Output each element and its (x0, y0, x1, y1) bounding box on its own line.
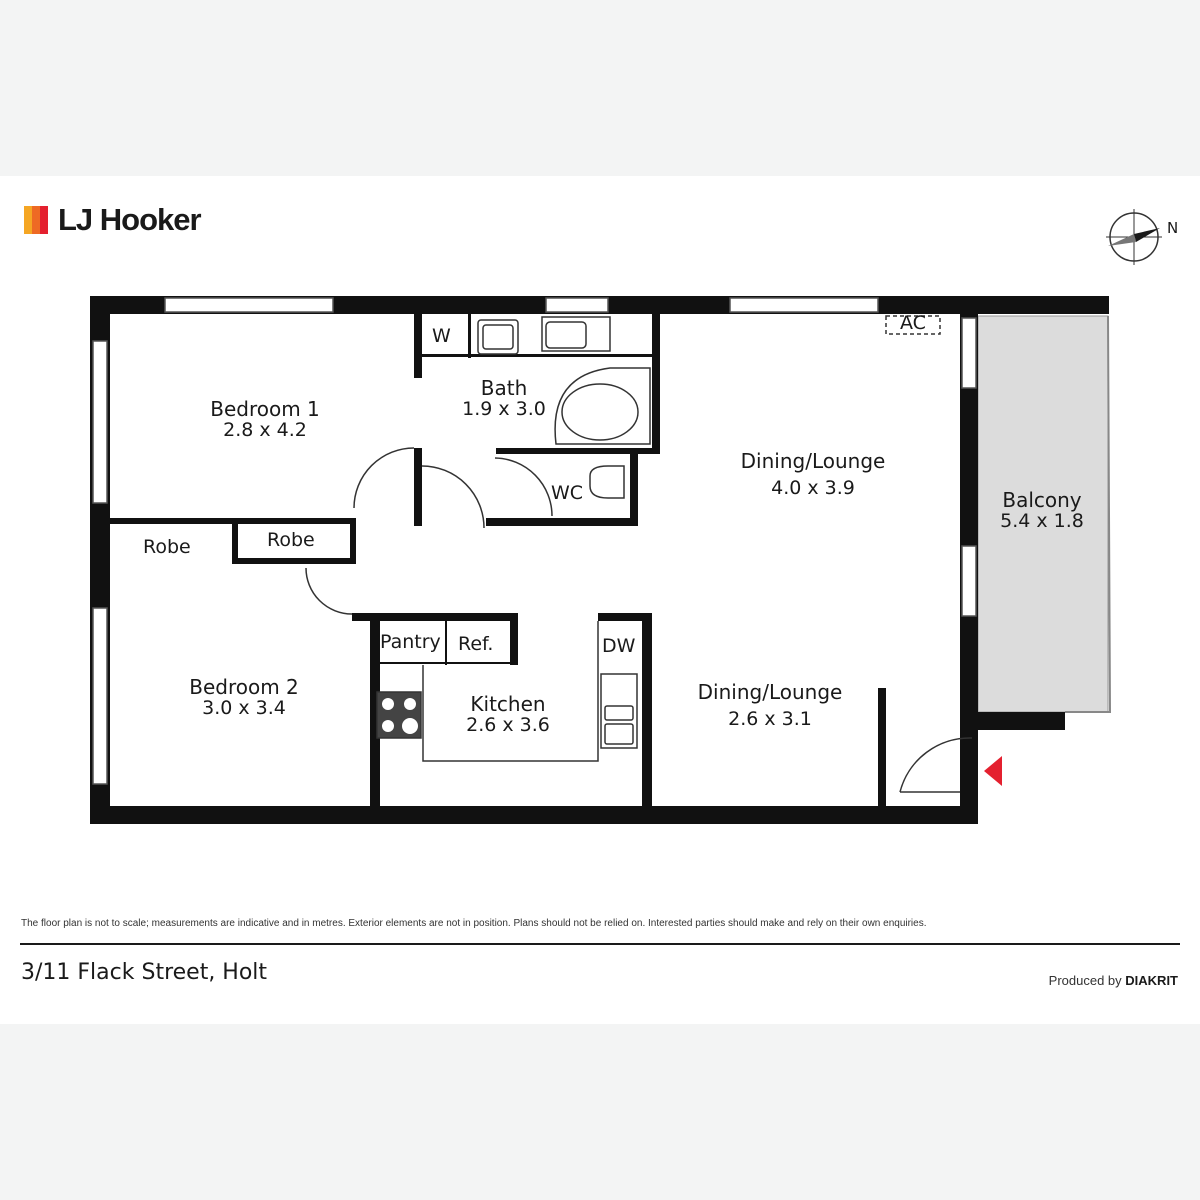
balcony-area (977, 315, 1109, 713)
floor-plan-sheet: LJ Hooker N (0, 176, 1200, 1024)
room-bedroom-2: Bedroom 2 3.0 x 3.4 (189, 675, 299, 719)
label-dw: DW (602, 635, 636, 657)
label-pantry: Pantry (380, 631, 441, 653)
label-robe-2: Robe (267, 529, 315, 551)
label-ac: AC (900, 312, 926, 334)
label-w: W (432, 325, 451, 347)
windows (92, 297, 977, 785)
label-ref: Ref. (458, 633, 494, 655)
lj-hooker-logo: LJ Hooker (24, 202, 202, 237)
room-dining-lounge-1: Dining/Lounge 4.0 x 3.9 (740, 449, 886, 499)
room-kitchen: Kitchen 2.6 x 3.6 (466, 692, 550, 736)
compass-north-label: N (1167, 219, 1178, 237)
producer-prefix: Produced by (1048, 973, 1122, 988)
producer-name: DIAKRIT (1125, 973, 1178, 988)
logo-bars-icon (24, 206, 48, 234)
footer-divider (20, 943, 1180, 945)
floor-plan-drawing: N (90, 209, 1178, 824)
compass-icon (1106, 209, 1162, 265)
room-dining-lounge-2: Dining/Lounge 2.6 x 3.1 (697, 680, 843, 730)
walls (90, 296, 1109, 824)
room-balcony: Balcony 5.4 x 1.8 (1000, 488, 1084, 532)
brand-name: LJ Hooker (58, 202, 202, 237)
label-robe-1: Robe (143, 536, 191, 558)
disclaimer-text: The floor plan is not to scale; measurem… (21, 918, 927, 929)
entry-marker-icon (984, 756, 1002, 786)
label-wc: WC (551, 482, 584, 504)
producer-credit: Produced by DIAKRIT (1049, 973, 1178, 988)
room-bedroom-1: Bedroom 1 2.8 x 4.2 (210, 397, 320, 441)
property-address: 3/11 Flack Street, Holt (21, 960, 268, 985)
room-bath: Bath 1.9 x 3.0 (462, 376, 546, 420)
